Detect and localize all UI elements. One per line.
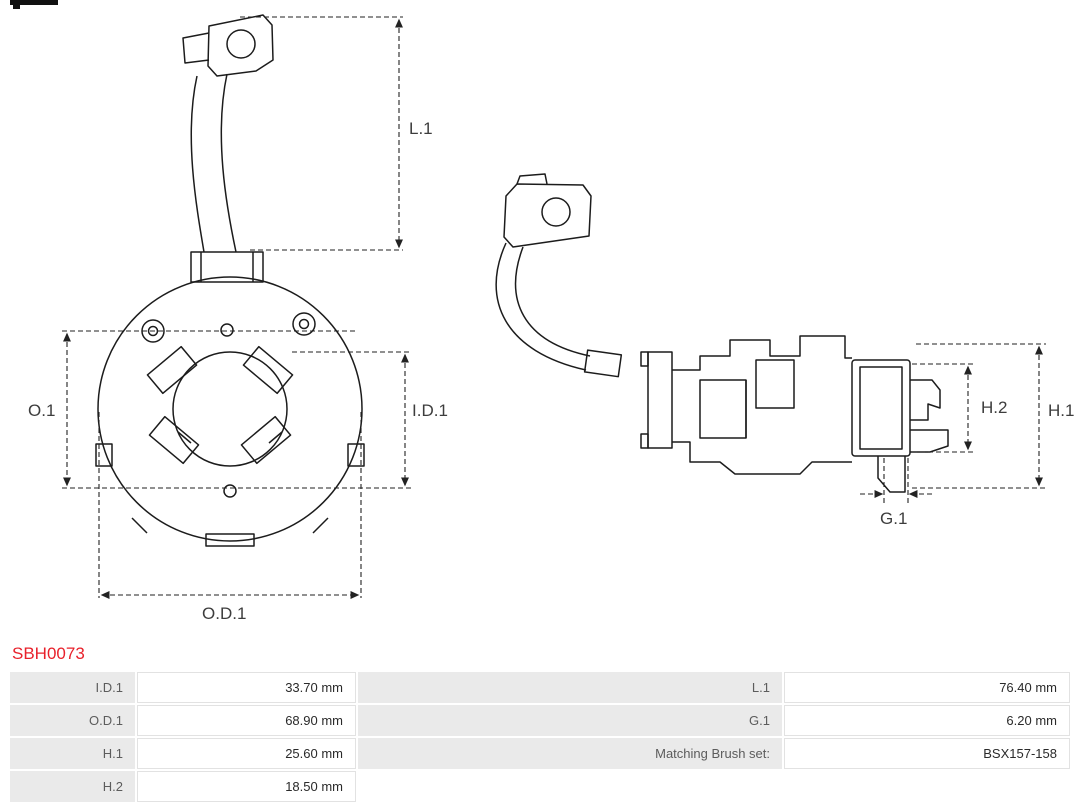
front-view bbox=[95, 14, 365, 547]
dim-label-od1: O.D.1 bbox=[202, 604, 246, 623]
side-view bbox=[495, 173, 949, 493]
technical-drawing: L.1 O.1 I.D.1 O.D.1 bbox=[10, 0, 1074, 623]
corner-mark bbox=[10, 0, 58, 9]
spec-label-cell: Matching Brush set: bbox=[358, 738, 782, 769]
spec-value-cell: BSX157-158 bbox=[784, 738, 1070, 769]
spec-value-cell: 25.60 mm bbox=[137, 738, 356, 769]
spec-empty-cell bbox=[784, 771, 1070, 802]
spec-value-cell: 6.20 mm bbox=[784, 705, 1070, 736]
side-dimension-lines bbox=[860, 343, 1046, 504]
spec-label-cell: G.1 bbox=[358, 705, 782, 736]
spec-value-cell: 33.70 mm bbox=[137, 672, 356, 703]
dim-label-o1: O.1 bbox=[28, 401, 55, 420]
spec-label-cell: O.D.1 bbox=[10, 705, 135, 736]
dim-label-h2: H.2 bbox=[981, 398, 1007, 417]
spec-label-cell: H.1 bbox=[10, 738, 135, 769]
spec-table: I.D.1 33.70 mm L.1 76.40 mm O.D.1 68.90 … bbox=[10, 672, 1070, 802]
spec-value-cell: 76.40 mm bbox=[784, 672, 1070, 703]
part-number: SBH0073 bbox=[12, 644, 85, 663]
dim-label-g1: G.1 bbox=[880, 509, 907, 528]
dim-label-l1: L.1 bbox=[409, 119, 433, 138]
spec-value-cell: 18.50 mm bbox=[137, 771, 356, 802]
dim-label-id1: I.D.1 bbox=[412, 401, 448, 420]
dim-label-h1: H.1 bbox=[1048, 401, 1074, 420]
spec-label-cell: L.1 bbox=[358, 672, 782, 703]
spec-label-cell: I.D.1 bbox=[10, 672, 135, 703]
spec-empty-cell bbox=[358, 771, 782, 802]
spec-label-cell: H.2 bbox=[10, 771, 135, 802]
spec-value-cell: 68.90 mm bbox=[137, 705, 356, 736]
front-dimension-lines bbox=[62, 16, 412, 599]
